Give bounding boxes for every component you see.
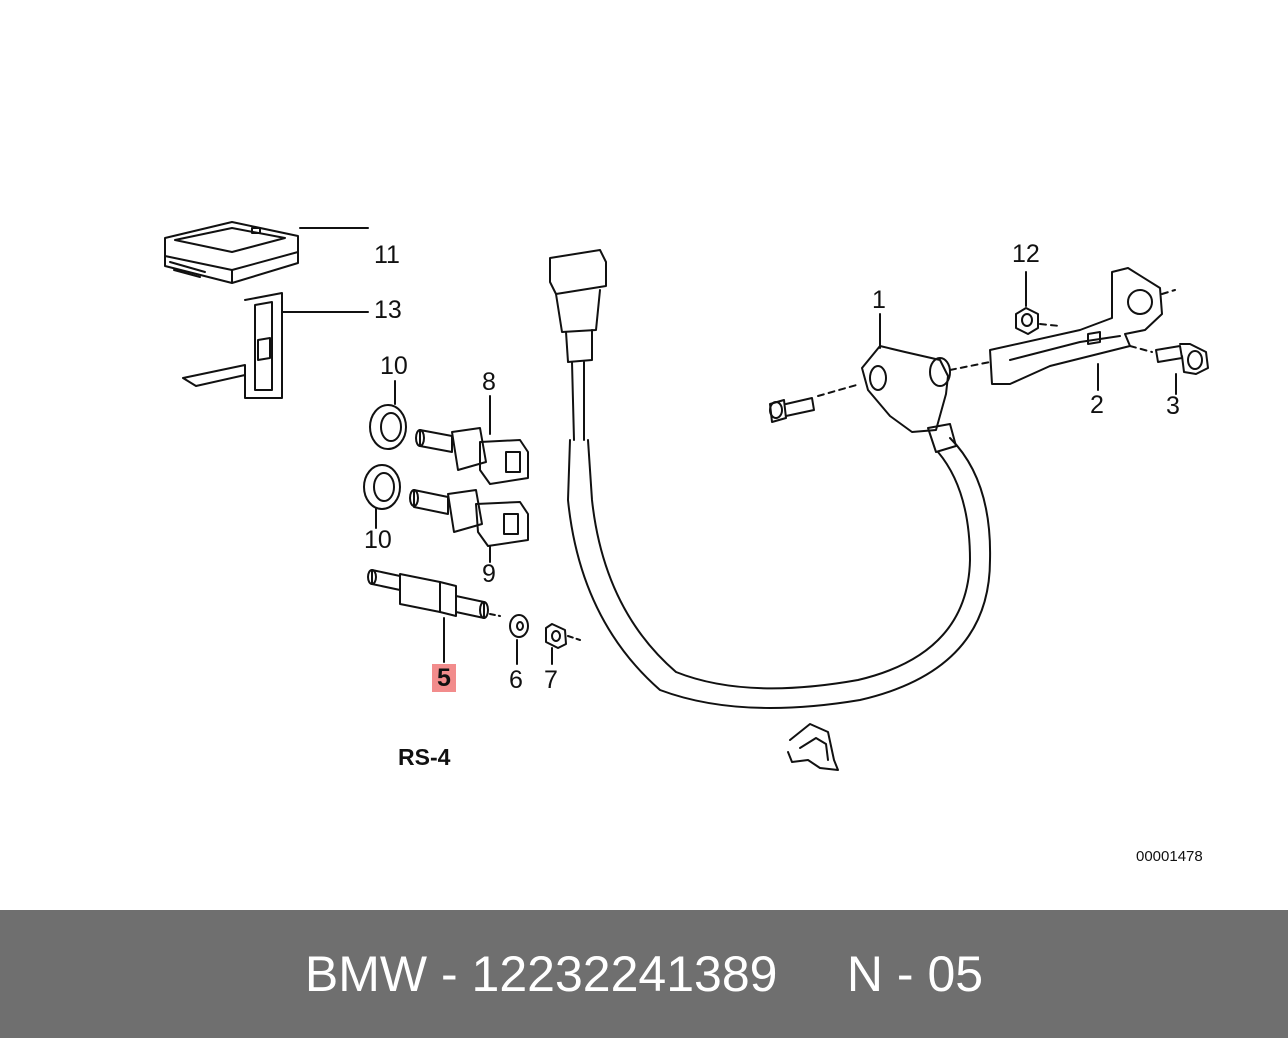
spacer bbox=[777, 945, 846, 1003]
callout-12: 12 bbox=[1012, 240, 1040, 268]
screw-part-1-bolt bbox=[769, 397, 815, 423]
bracket-part-13 bbox=[182, 292, 283, 399]
part-info-text: BMW - 12232241389 N - 05 bbox=[0, 910, 1288, 1038]
separator: - bbox=[427, 946, 472, 1002]
callout-7: 7 bbox=[544, 666, 558, 694]
seal-ring-part-10-lower bbox=[363, 464, 401, 510]
parts-diagram bbox=[164, 221, 1209, 771]
washer-part-6 bbox=[509, 614, 529, 638]
control-module-part-11 bbox=[164, 221, 299, 284]
callout-10-upper: 10 bbox=[380, 352, 408, 380]
temperature-sensor-part-9 bbox=[409, 489, 529, 547]
callout-9: 9 bbox=[482, 560, 496, 588]
callout-2: 2 bbox=[1090, 391, 1104, 419]
callout-5-highlighted: 5 bbox=[432, 664, 456, 692]
nut-part-12 bbox=[1015, 307, 1039, 335]
callout-8: 8 bbox=[482, 368, 496, 396]
seal-ring-part-10-upper bbox=[369, 404, 407, 450]
sensor-cable-assembly bbox=[549, 249, 992, 709]
callout-13: 13 bbox=[374, 296, 402, 324]
bolt-part-3 bbox=[1155, 343, 1209, 375]
part-number: 12232241389 bbox=[471, 946, 778, 1002]
group-label: RS-4 bbox=[398, 744, 451, 770]
mounting-bracket-part-2 bbox=[989, 267, 1163, 385]
callout-10-lower: 10 bbox=[364, 526, 392, 554]
callout-3: 3 bbox=[1166, 392, 1180, 420]
callout-6: 6 bbox=[509, 666, 523, 694]
cable-clip bbox=[787, 723, 839, 771]
sensor-part-1 bbox=[861, 345, 957, 453]
nut-part-7 bbox=[545, 623, 567, 649]
diagram-position: N - 05 bbox=[846, 946, 984, 1002]
callout-11: 11 bbox=[374, 241, 400, 269]
part-info-footer: BMW - 12232241389 N - 05 bbox=[0, 910, 1288, 1038]
temperature-sender-part-5 bbox=[367, 569, 489, 619]
temperature-sensor-part-8 bbox=[415, 427, 529, 485]
diagram-reference-code: 00001478 bbox=[1136, 848, 1203, 865]
brand-name: BMW bbox=[304, 946, 428, 1002]
callout-1: 1 bbox=[872, 286, 886, 314]
